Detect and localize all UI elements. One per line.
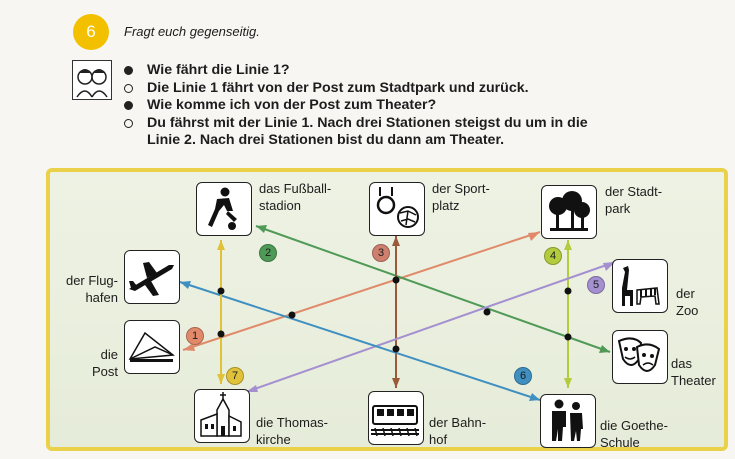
arrow-head bbox=[392, 378, 400, 388]
line-badge-5: 5 bbox=[587, 276, 605, 294]
filled-bullet-icon bbox=[124, 101, 133, 110]
arrow-head bbox=[528, 232, 540, 241]
label-bahnhof: der Bahn-hof bbox=[429, 415, 487, 447]
stop-zoo bbox=[612, 259, 668, 313]
gym-ball-icon bbox=[376, 187, 419, 228]
theater-masks-icon bbox=[617, 337, 661, 372]
dialogue-question-1: Wie fährt die Linie 1? bbox=[122, 62, 588, 80]
line-badge-1: 1 bbox=[186, 327, 204, 345]
station-dot bbox=[483, 308, 491, 316]
route-line-2 bbox=[255, 225, 611, 353]
station-dot bbox=[564, 333, 572, 341]
station-dot bbox=[392, 276, 400, 284]
arrow-head bbox=[392, 236, 400, 246]
label-fussballstadion: das Fußball-stadion bbox=[259, 181, 332, 213]
route-line-5 bbox=[245, 261, 616, 393]
partner-work-icon bbox=[72, 60, 112, 100]
arrow-head bbox=[180, 281, 191, 289]
station-dot bbox=[288, 311, 296, 319]
station-dot bbox=[392, 345, 400, 353]
soccer-player-icon bbox=[208, 187, 237, 230]
route-line-1 bbox=[182, 231, 541, 351]
station-dot bbox=[217, 287, 225, 295]
stop-flughafen bbox=[124, 250, 180, 304]
route-line-6 bbox=[179, 281, 541, 401]
arrow-head bbox=[564, 240, 572, 250]
dialogue-answer-1: Die Linie 1 fährt von der Post zum Stadt… bbox=[122, 80, 588, 98]
label-goetheschule: die Goethe-Schule bbox=[600, 418, 668, 450]
line-badge-3: 3 bbox=[372, 244, 390, 262]
arrow-head bbox=[599, 345, 610, 353]
arrow-head bbox=[256, 225, 267, 233]
arrow-head bbox=[217, 240, 225, 250]
station-dot bbox=[564, 287, 572, 295]
task-instruction: Fragt euch gegenseitig. bbox=[124, 24, 260, 39]
arrow-head bbox=[183, 343, 195, 351]
stop-bahnhof bbox=[368, 391, 424, 445]
label-sportplatz: der Sport-platz bbox=[432, 181, 490, 213]
arrow-head bbox=[529, 393, 540, 401]
label-thomaskirche: die Thomas-kirche bbox=[256, 415, 329, 447]
stop-theater bbox=[612, 330, 668, 384]
station-dot bbox=[217, 330, 225, 338]
line-badge-4: 4 bbox=[544, 247, 562, 265]
line-badge-6: 6 bbox=[514, 367, 532, 385]
open-bullet-icon bbox=[124, 83, 133, 93]
arrow-head bbox=[246, 385, 258, 392]
dialogue-question-2: Wie komme ich von der Post zum Theater? bbox=[122, 97, 588, 115]
trees-icon bbox=[549, 191, 590, 231]
letter-icon bbox=[128, 331, 175, 362]
airplane-icon bbox=[129, 262, 174, 296]
dialogue-answer-2: Du fährst mit der Linie 1. Nach drei Sta… bbox=[122, 115, 588, 150]
students-icon bbox=[552, 399, 583, 441]
open-bullet-icon bbox=[124, 118, 133, 128]
label-stadtpark: der Stadt-park bbox=[605, 184, 663, 216]
church-icon bbox=[200, 392, 242, 437]
train-icon bbox=[371, 405, 419, 437]
arrow-head bbox=[564, 378, 572, 388]
line-badge-7: 7 bbox=[226, 367, 244, 385]
line-badge-2: 2 bbox=[259, 244, 277, 262]
giraffe-zebra-icon bbox=[622, 266, 660, 306]
stop-post bbox=[124, 320, 180, 374]
label-flughafen: der Flug-hafen bbox=[65, 273, 118, 305]
stop-sportplatz bbox=[369, 182, 425, 236]
stop-stadtpark bbox=[541, 185, 597, 239]
filled-bullet-icon bbox=[124, 66, 133, 75]
stop-fussballstadion bbox=[196, 182, 252, 236]
stop-goetheschule bbox=[540, 394, 596, 448]
stop-thomaskirche bbox=[194, 389, 250, 443]
dialogue-list: Wie fährt die Linie 1? Die Linie 1 fährt… bbox=[122, 62, 588, 150]
task-number-badge: 6 bbox=[73, 14, 109, 50]
arrow-head bbox=[217, 374, 225, 384]
